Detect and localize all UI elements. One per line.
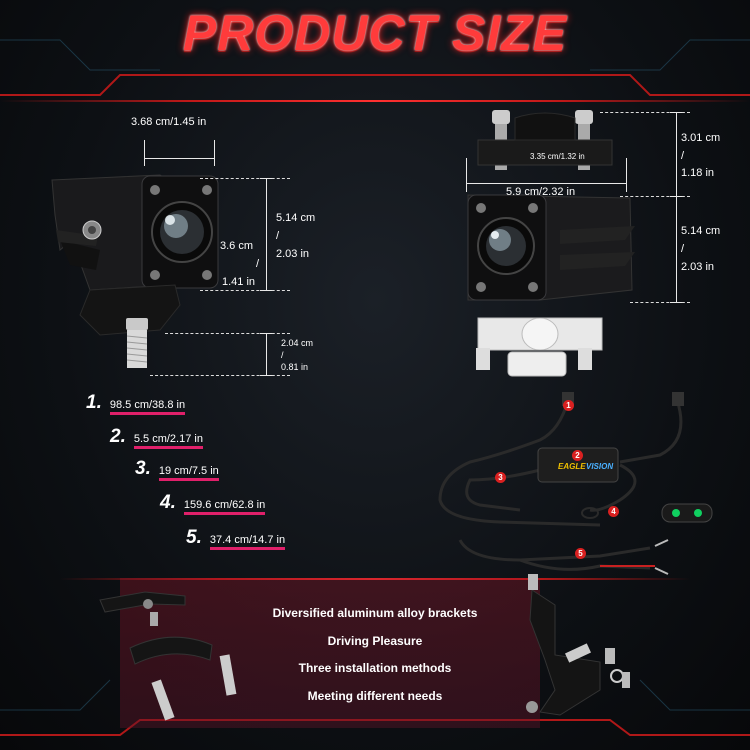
left-body-height-slash: / [276,230,280,242]
right-body-height-in: 2.03 in [681,261,715,273]
cable-number: 1. [86,392,102,413]
feature-aluminum-brackets: Diversified aluminum alloy brackets [272,606,478,620]
right-clamp-width: 3.35 cm/1.32 in [530,152,585,161]
wire-marker-5: 5 [575,548,586,559]
left-height-tick [260,178,272,179]
right-width-tick [626,158,627,192]
left-low-guide [165,333,290,335]
left-width-tick [214,140,215,166]
wire-marker-3: 3 [495,472,506,483]
right-body-height-slash: / [681,243,685,255]
left-body-height-in: 2.03 in [276,248,310,260]
left-bolt-length-cm: 2.04 cm [281,338,314,348]
cable-length-row: 5. 37.4 cm/14.7 in [186,527,286,550]
right-clamp-width-line [466,183,626,184]
right-clamp-height-cm: 3.01 cm [681,132,721,144]
left-face-height-in: 1.41 in [222,276,256,288]
right-top-guide [600,112,690,114]
right-bottom-guide [630,302,690,304]
left-bolt-slash: / [281,350,284,360]
right-clamp-height-line [676,112,677,196]
right-body-height-cm: 5.14 cm [681,225,721,237]
cable-length-row: 1. 98.5 cm/38.8 in [86,392,186,415]
left-width-arrow [144,158,214,159]
cable-number: 4. [160,492,176,513]
cable-length: 5.5 cm/2.17 in [133,433,203,449]
left-mid-guide [200,290,290,292]
left-height-tick [260,290,272,291]
cable-number: 5. [186,527,202,548]
left-face-height-cm: 3.6 cm [220,240,254,252]
svg-text:EAGLE: EAGLE [558,462,586,471]
wire-marker-1: 1 [563,400,574,411]
right-height-tick [670,112,682,113]
left-top-guide [200,178,290,180]
right-clamp-height-in: 1.18 in [681,167,715,179]
left-bolt-tick [260,333,272,334]
page-title: PRODUCT SIZE [182,5,568,61]
right-height-tick [670,302,682,303]
left-bolt-length-in: 0.81 in [281,362,309,372]
left-bolt-line [266,333,267,375]
left-width-dimension: 3.68 cm/1.45 in [131,116,207,128]
cable-length: 98.5 cm/38.8 in [109,399,186,415]
right-height-tick [670,196,682,197]
cable-length-row: 4. 159.6 cm/62.8 in [160,492,266,515]
cable-number: 2. [110,426,126,447]
left-body-height-cm: 5.14 cm [276,212,316,224]
cable-number: 3. [135,458,151,479]
cable-length: 37.4 cm/14.7 in [209,534,286,550]
feature-meeting-needs: Meeting different needs [307,689,443,703]
feature-driving-pleasure: Driving Pleasure [327,634,423,648]
left-bottom-guide [150,375,290,377]
cable-length-row: 3. 19 cm/7.5 in [135,458,219,481]
right-clamp-height-slash: / [681,150,685,162]
right-mid-guide [620,196,690,198]
footer-accent-line [60,578,690,580]
left-width-tick [144,140,145,166]
svg-text:VISION: VISION [586,462,613,471]
left-face-height-slash: / [256,258,260,270]
header-accent-line [0,100,750,102]
wire-marker-4: 4 [608,506,619,517]
left-height-line [266,178,267,290]
cable-length: 19 cm/7.5 in [158,465,219,481]
right-width-tick [466,158,467,192]
wire-marker-2: 2 [572,450,583,461]
cable-length: 159.6 cm/62.8 in [183,499,266,515]
feature-installation-methods: Three installation methods [298,661,452,675]
left-bolt-tick [260,375,272,376]
right-body-width: 5.9 cm/2.32 in [506,186,576,198]
right-body-height-line [676,196,677,302]
cable-length-row: 2. 5.5 cm/2.17 in [110,426,203,449]
